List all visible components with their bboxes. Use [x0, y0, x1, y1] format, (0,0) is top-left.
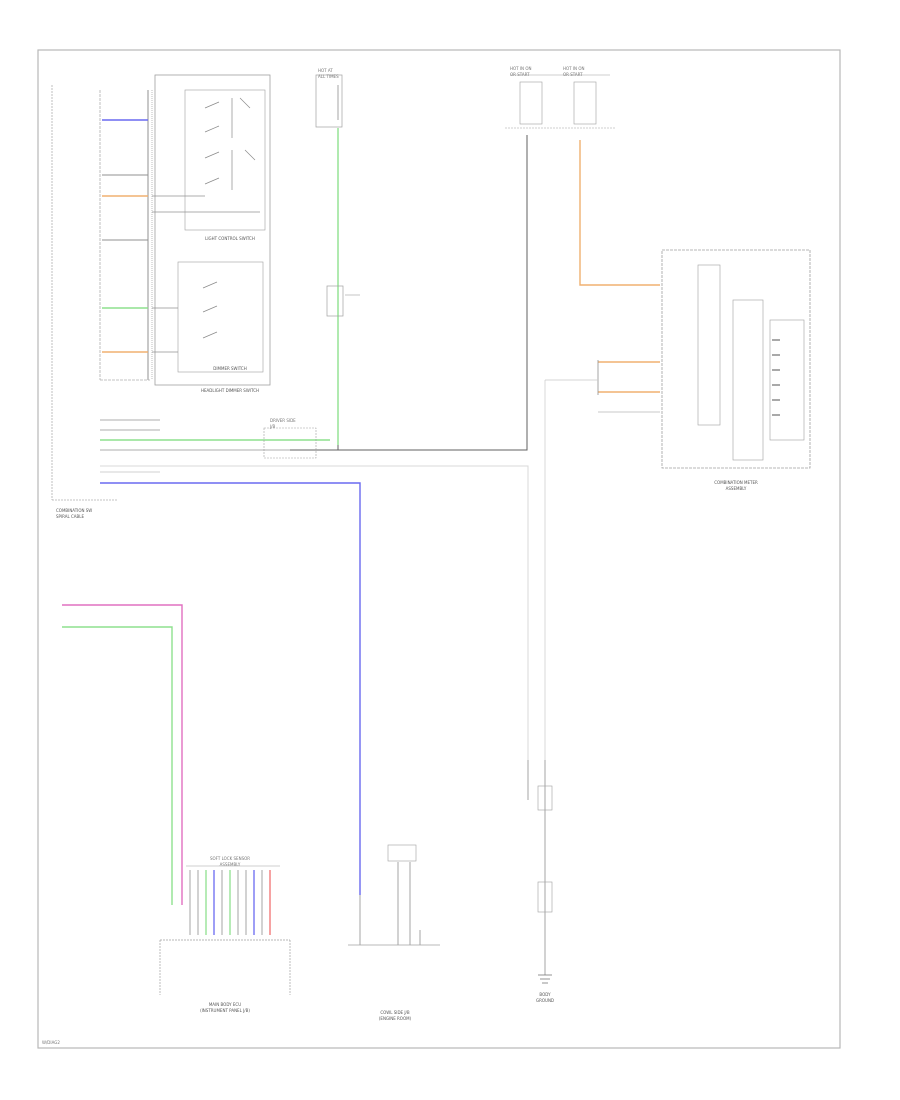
diagram-frame [37, 49, 841, 1049]
soft-lock-sensor-label-1: SOFT LOCK SENSOR [210, 856, 250, 861]
junction-block-line2: J/B [269, 424, 276, 429]
combination-meter-label-2: ASSEMBLY [726, 486, 747, 491]
fuse-top: HOT AT ALL TIMES [315, 68, 343, 128]
headlight-dimmer-switch-label: HEADLIGHT DIMMER SWITCH [201, 388, 259, 393]
junction-block: DRIVER SIDE J/B [263, 418, 317, 459]
combination-meter-label-1: COMBINATION METER [714, 480, 758, 485]
cowl-side-jb: COWL SIDE J/B (ENGINE ROOM) [348, 844, 440, 1021]
fuse-pair-left-line1: HOT IN ON [510, 66, 531, 71]
soft-lock-sensor-wires [62, 604, 280, 935]
wire-black-right [290, 135, 528, 451]
spiral-cable-label: SPIRAL CABLE [56, 514, 84, 519]
fuse-top-line2: ALL TIMES [318, 74, 339, 79]
wire-blue-long [100, 482, 361, 895]
fuse-pair-right-line1: HOT IN ON [563, 66, 584, 71]
cowl-label-2: (ENGINE ROOM) [379, 1016, 412, 1021]
junction-block-line1: DRIVER SIDE [270, 418, 296, 423]
fuse-pair-right-line2: OR START [563, 72, 583, 77]
ground-chain: BODY GROUND [527, 760, 554, 1003]
main-body-ecu-label-1: MAIN BODY ECU [209, 1002, 241, 1007]
fuse-pair-left-line2: OR START [510, 72, 530, 77]
wire-gray-long [100, 465, 529, 760]
fuse-top-line1: HOT AT [318, 68, 333, 73]
combination-meter: COMBINATION METER ASSEMBLY [661, 249, 811, 491]
middle-component [326, 285, 360, 317]
cowl-label-1: COWL SIDE J/B [380, 1010, 410, 1015]
combination-switch-label: COMBINATION SW [56, 508, 92, 513]
ground-label-1: BODY [539, 992, 551, 997]
footer-code: W/DIAG2 [42, 1040, 60, 1045]
light-control-switch-label: LIGHT CONTROL SWITCH [205, 236, 255, 241]
fuse-pair: HOT IN ON OR START HOT IN ON OR START [505, 66, 615, 129]
combination-switch: LIGHT CONTROL SWITCH DIMMER SWITCH HEADL… [51, 74, 271, 519]
combination-switch-wires [102, 119, 260, 353]
soft-lock-sensor-label-2: ASSEMBLY [220, 862, 241, 867]
wire-orange-meter [579, 140, 660, 286]
main-body-ecu: SOFT LOCK SENSOR ASSEMBLY MAIN BODY ECU … [159, 856, 291, 1013]
main-body-ecu-label-2: (INSTRUMENT PANEL J/B) [200, 1008, 250, 1013]
ground-label-2: GROUND [536, 998, 554, 1003]
dimmer-switch-label: DIMMER SWITCH [213, 366, 246, 371]
left-harness-lines [100, 419, 330, 473]
